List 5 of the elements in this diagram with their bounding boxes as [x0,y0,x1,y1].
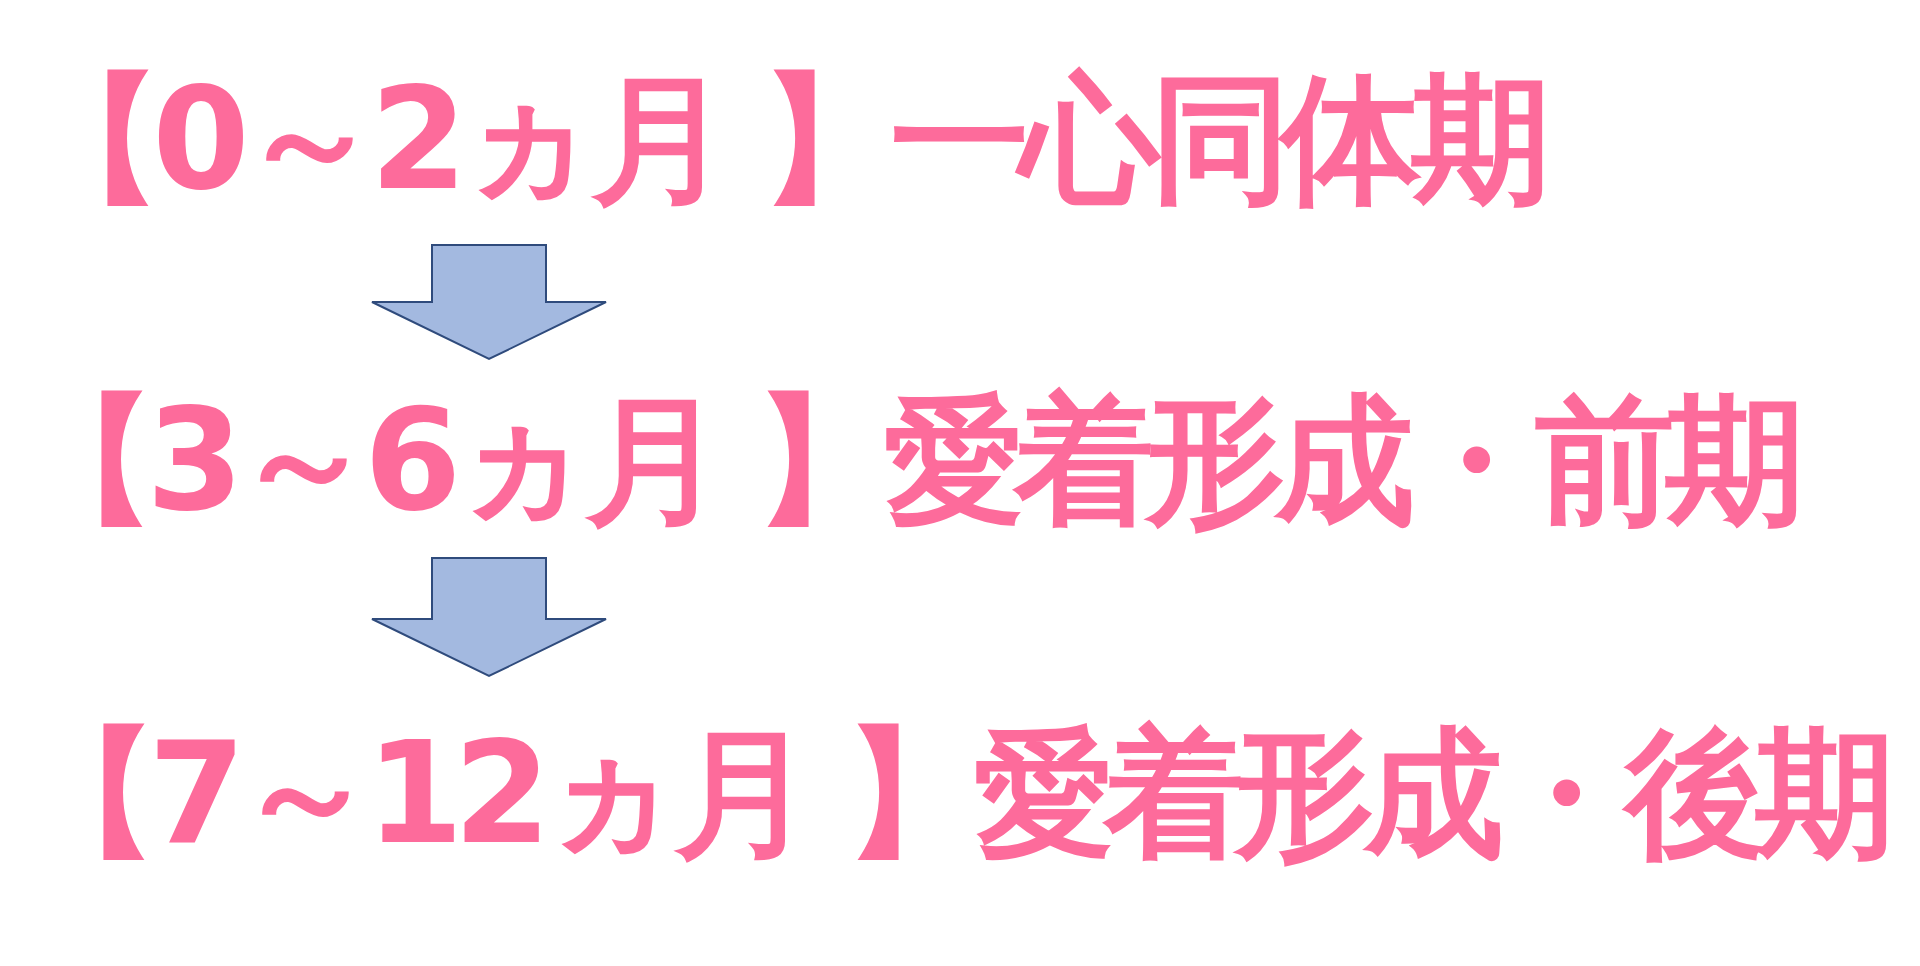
stage-heading: 【3～6ヵ月 】愛着形成・前期 [16,380,1796,541]
block-arrow [371,244,607,361]
stage-heading: 【0～2ヵ月 】一心同体期 [22,59,1542,220]
stage-heading: 【7～12ヵ月 】愛着形成・後期 [18,713,1886,874]
block-arrow [371,557,607,678]
